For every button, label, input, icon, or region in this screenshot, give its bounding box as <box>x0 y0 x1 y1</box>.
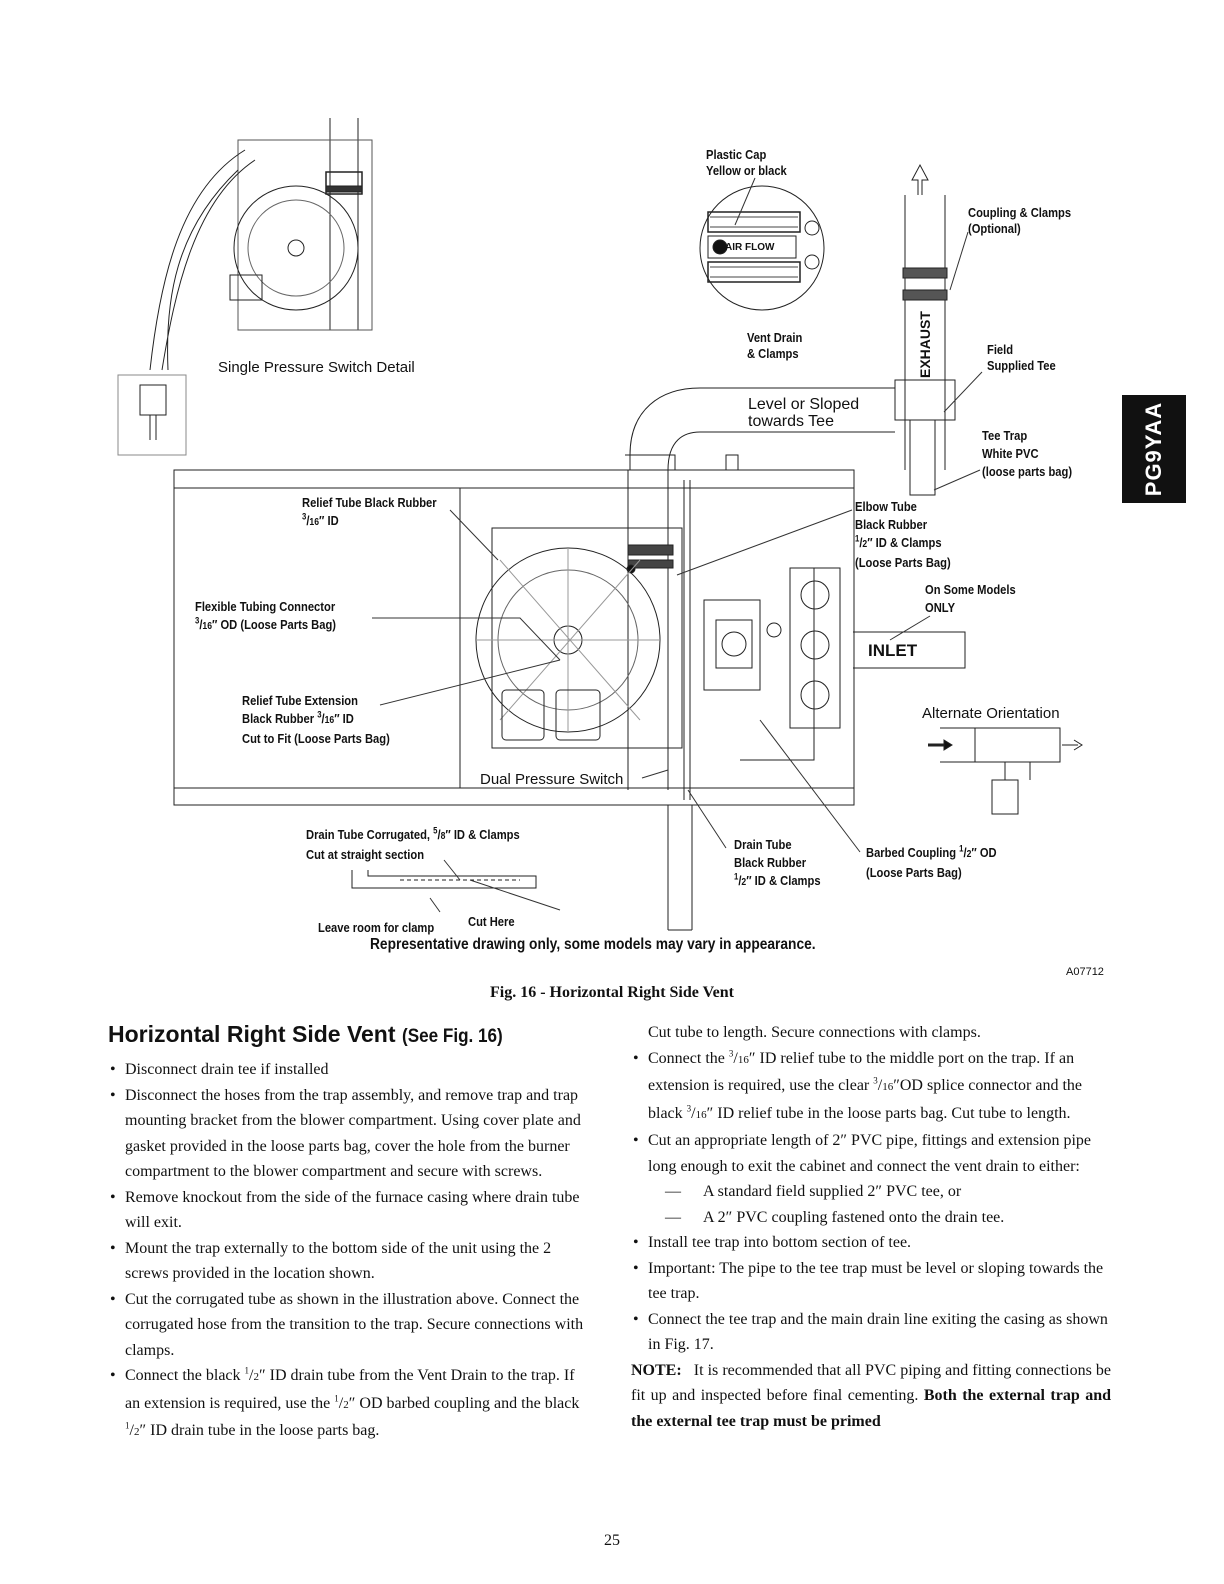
right-column: Cut tube to length. Secure connections w… <box>631 1020 1111 1434</box>
alternate-orientation-label: Alternate Orientation <box>922 705 1060 722</box>
relief-extension-label: Relief Tube Extension Black Rubber 3/16″… <box>242 693 390 746</box>
list-item: Cut the corrugated tube as shown in the … <box>108 1287 588 1364</box>
list-item: Connect the tee trap and the main drain … <box>631 1307 1111 1358</box>
list-item: Install tee trap into bottom section of … <box>631 1230 1111 1256</box>
plastic-cap-detail-drawing <box>700 186 824 310</box>
list-item: Disconnect the hoses from the trap assem… <box>108 1083 588 1185</box>
single-switch-label: Single Pressure Switch Detail <box>218 359 415 376</box>
note-bold-text: Both the external trap and the external … <box>631 1387 1112 1430</box>
relief-tube-label: Relief Tube Black Rubber 3/16″ ID <box>302 495 437 528</box>
section-title: Horizontal Right Side Vent (See Fig. 16) <box>108 1021 503 1047</box>
list-item: Remove knockout from the side of the fur… <box>108 1185 588 1236</box>
page-number: 25 <box>604 1532 620 1549</box>
list-item: Mount the trap externally to the bottom … <box>108 1236 588 1287</box>
drain-extension-drawing <box>352 805 692 930</box>
left-bullet-list: Disconnect drain tee if installed Discon… <box>108 1057 588 1446</box>
note-paragraph: NOTE: It is recommended that all PVC pip… <box>631 1361 1112 1430</box>
figure-code: A07712 <box>1066 966 1104 978</box>
right-bullet-list: Connect the 3/16″ ID relief tube to the … <box>631 1046 1111 1358</box>
list-item: Important: The pipe to the tee trap must… <box>631 1256 1111 1307</box>
alternate-orientation-drawing <box>928 728 1082 814</box>
list-item: Connect the black 1/2″ ID drain tube fro… <box>108 1363 588 1446</box>
furnace-casing-drawing <box>174 455 965 805</box>
figure-caption: Fig. 16 - Horizontal Right Side Vent <box>489 984 734 1001</box>
list-item: Cut an appropriate length of 2″ PVC pipe… <box>631 1128 1111 1179</box>
vent-diagram <box>0 0 1224 1000</box>
left-column: Horizontal Right Side Vent (See Fig. 16)… <box>108 1020 588 1446</box>
exhaust-label: EXHAUST <box>917 311 933 378</box>
inlet-label: INLET <box>868 641 918 660</box>
flexible-tubing-label: Flexible Tubing Connector 3/16″ OD (Loos… <box>195 599 337 632</box>
cut-here-label: Cut Here <box>468 914 515 929</box>
single-switch-detail-drawing <box>118 118 372 455</box>
leader-lines <box>372 178 982 912</box>
vent-drain-label: Vent Drain& Clamps <box>747 330 803 361</box>
list-item: A standard field supplied 2″ PVC tee, or <box>631 1179 1111 1205</box>
airflow-label: AIR FLOW <box>725 242 775 253</box>
exhaust-pipe-drawing <box>625 165 955 495</box>
dual-switch-label: Dual Pressure Switch <box>480 771 624 788</box>
continuation-text: Cut tube to length. Secure connections w… <box>648 1024 981 1041</box>
list-item: A 2″ PVC coupling fastened onto the drai… <box>631 1205 1111 1231</box>
list-item: Disconnect drain tee if installed <box>108 1057 588 1083</box>
list-item: Connect the 3/16″ ID relief tube to the … <box>631 1046 1111 1129</box>
side-tab: PG9YAA <box>1122 395 1186 503</box>
representative-note: Representative drawing only, some models… <box>370 936 816 953</box>
note-label: NOTE: <box>631 1361 682 1379</box>
leave-room-label: Leave room for clamp <box>318 920 435 935</box>
drain-corrugated-label: Drain Tube Corrugated, 5/8″ ID & Clamps … <box>306 825 520 862</box>
coupling-clamps-label: Coupling & Clamps(Optional) <box>968 205 1072 236</box>
barbed-coupling-label: Barbed Coupling 1/2″ OD (Loose Parts Bag… <box>866 843 997 880</box>
